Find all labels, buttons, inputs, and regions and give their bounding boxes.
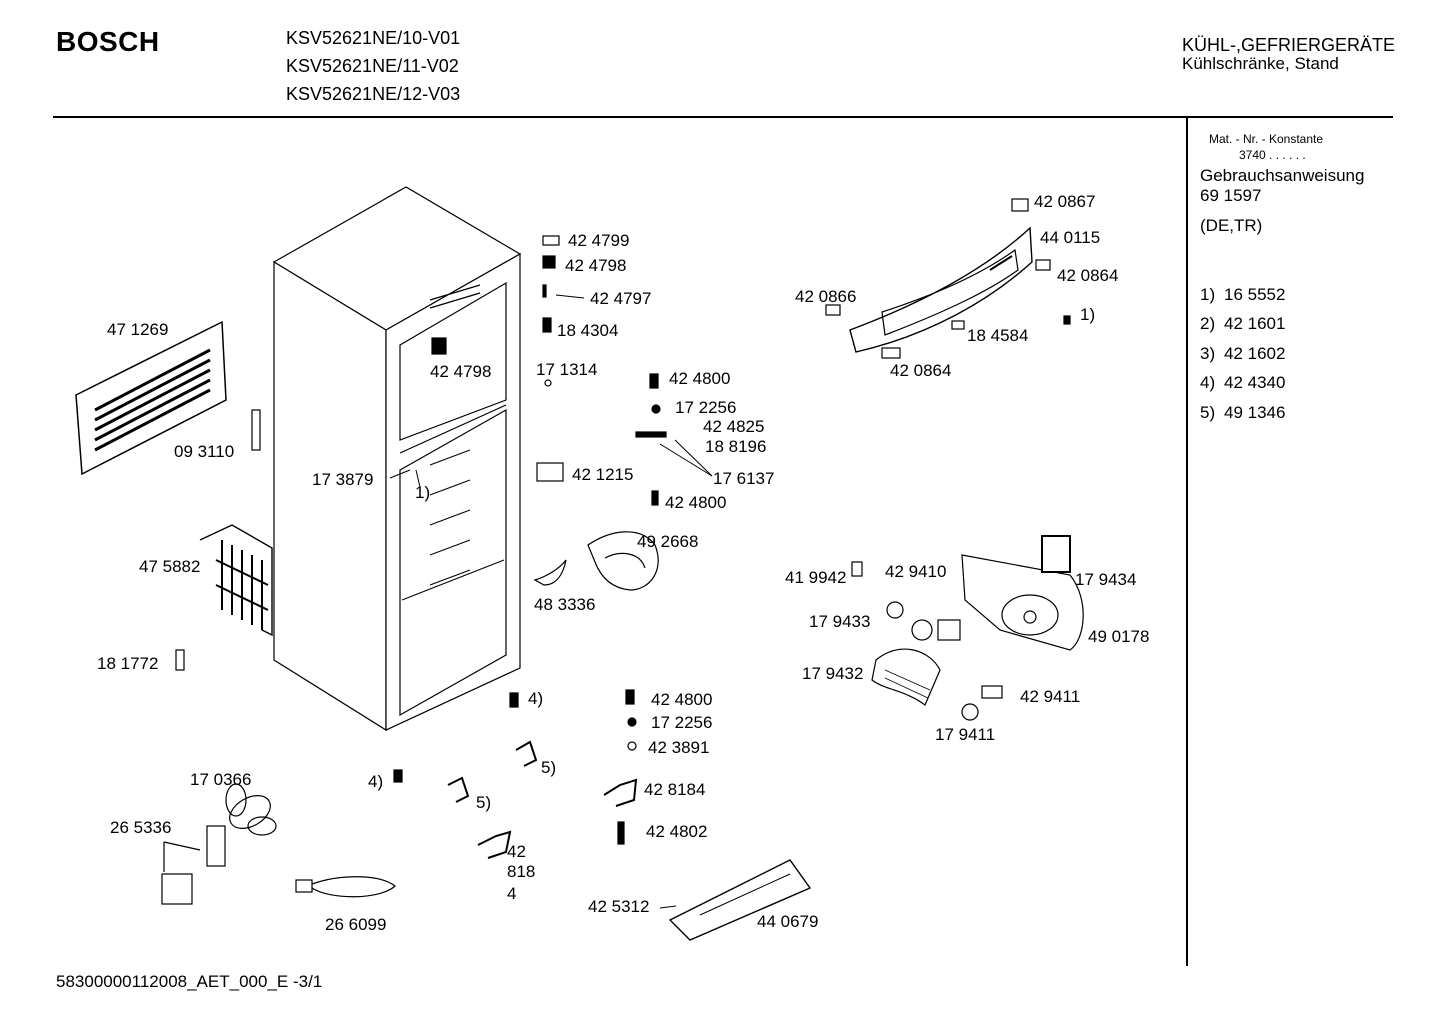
manual-number: 69 1597 [1200, 186, 1262, 205]
bracket-marks [447, 740, 638, 859]
mat-nr-label: Mat. - Nr. - Konstante [1209, 132, 1324, 146]
part-label: 18 8196 [705, 437, 767, 456]
note-ref: 1) [1080, 305, 1096, 324]
part-label: 17 9433 [809, 612, 871, 631]
fan-blade-drawing [225, 783, 277, 836]
control-panel-drawing [849, 226, 1033, 353]
page-number: -3/1 [292, 972, 323, 991]
part-label: 47 5882 [139, 557, 201, 576]
note-key: 3) [1200, 344, 1216, 363]
condenser-drawing [199, 524, 273, 637]
part-label: 42 4800 [669, 369, 731, 388]
doc-id: 58300000112008_AET_000_E [56, 972, 289, 991]
leader-lines [389, 294, 713, 909]
part-label: 17 2256 [675, 398, 737, 417]
part-label: 42 0866 [795, 287, 857, 306]
languages: (DE,TR) [1200, 216, 1263, 235]
note-value: 42 4340 [1224, 373, 1286, 392]
mat-nr-value: 3740 . . . . . . [1239, 148, 1306, 162]
part-label: 42 [507, 842, 526, 861]
part-label: 42 4799 [568, 231, 630, 250]
part-label: 44 0115 [1040, 228, 1101, 247]
power-cord-drawing [295, 876, 396, 898]
part-label: 18 4584 [967, 326, 1029, 345]
part-label: 17 0366 [190, 770, 252, 789]
part-label: 09 3110 [174, 442, 235, 461]
part-label: 17 3879 [312, 470, 374, 489]
part-label: 42 4800 [665, 493, 727, 512]
note-ref: 4) [528, 689, 544, 708]
hardware-marks [175, 198, 1071, 845]
rear-grille-drawing [75, 320, 227, 476]
part-label: 49 0178 [1088, 627, 1150, 646]
brand-logo: BOSCH [56, 26, 160, 57]
part-label: 26 6099 [325, 915, 387, 934]
note-value: 16 5552 [1224, 285, 1286, 304]
category-title: KÜHL-,GEFRIERGERÄTE [1182, 35, 1396, 55]
part-label: 17 9411 [935, 725, 996, 744]
model-line-3: KSV52621NE/12-V03 [286, 84, 461, 104]
part-label: 18 1772 [97, 654, 159, 673]
note-key: 4) [1200, 373, 1216, 392]
part-label: 49 2668 [637, 532, 699, 551]
part-label: 42 0864 [890, 361, 952, 380]
header-divider [53, 116, 1393, 118]
part-label: 818 [507, 862, 536, 881]
part-label: 42 9410 [885, 562, 947, 581]
part-label: 4 [507, 884, 517, 903]
fan-housing-drawing [533, 531, 659, 591]
part-label: 26 5336 [110, 818, 172, 837]
part-label: 42 4800 [651, 690, 713, 709]
part-label: 48 3336 [534, 595, 596, 614]
footer: 58300000112008_AET_000_E -3/1 [56, 972, 322, 992]
part-label: 42 4802 [646, 822, 708, 841]
part-label: 42 9411 [1020, 687, 1081, 706]
note-ref: 1) [415, 483, 431, 502]
part-label: 17 9434 [1075, 570, 1137, 589]
part-label: 17 6137 [713, 469, 775, 488]
part-label: 42 3891 [648, 738, 710, 757]
part-label: 47 1269 [107, 320, 169, 339]
part-label: 17 1314 [536, 360, 598, 379]
part-label: 17 2256 [651, 713, 713, 732]
sidebar-divider [1186, 118, 1188, 966]
note-ref: 5) [476, 793, 492, 812]
part-label: 42 0867 [1034, 192, 1096, 211]
model-line-1: KSV52621NE/10-V01 [286, 28, 461, 48]
part-label: 18 4304 [557, 321, 619, 340]
note-key: 2) [1200, 314, 1216, 333]
part-label: 42 4825 [703, 417, 765, 436]
part-label: 42 8184 [644, 780, 706, 799]
manual-label: Gebrauchsanweisung [1200, 166, 1365, 185]
note-ref: 4) [368, 772, 384, 791]
part-label: 41 9942 [785, 568, 847, 587]
part-label: 44 0679 [757, 912, 819, 931]
model-line-2: KSV52621NE/11-V02 [286, 56, 459, 76]
part-label: 42 5312 [588, 897, 650, 916]
category-subtitle: Kühlschränke, Stand [1182, 54, 1339, 73]
part-label: 42 4797 [590, 289, 652, 308]
note-ref: 5) [541, 758, 557, 777]
part-label: 42 4798 [430, 362, 492, 381]
toe-kick-drawing [668, 859, 812, 941]
lamp-housing-drawing [961, 535, 1084, 651]
note-value: 42 1601 [1224, 314, 1286, 333]
cabinet-drawing [272, 186, 522, 732]
part-label: 42 0864 [1057, 266, 1119, 285]
part-label: 42 1215 [572, 465, 634, 484]
note-value: 42 1602 [1224, 344, 1286, 363]
note-value: 49 1346 [1224, 403, 1286, 422]
part-label: 17 9432 [802, 664, 864, 683]
motor-drawing [161, 825, 226, 905]
note-key: 1) [1200, 285, 1216, 304]
note-key: 5) [1200, 403, 1216, 422]
lamp-cover-drawing [871, 601, 961, 706]
part-label: 42 4798 [565, 256, 627, 275]
